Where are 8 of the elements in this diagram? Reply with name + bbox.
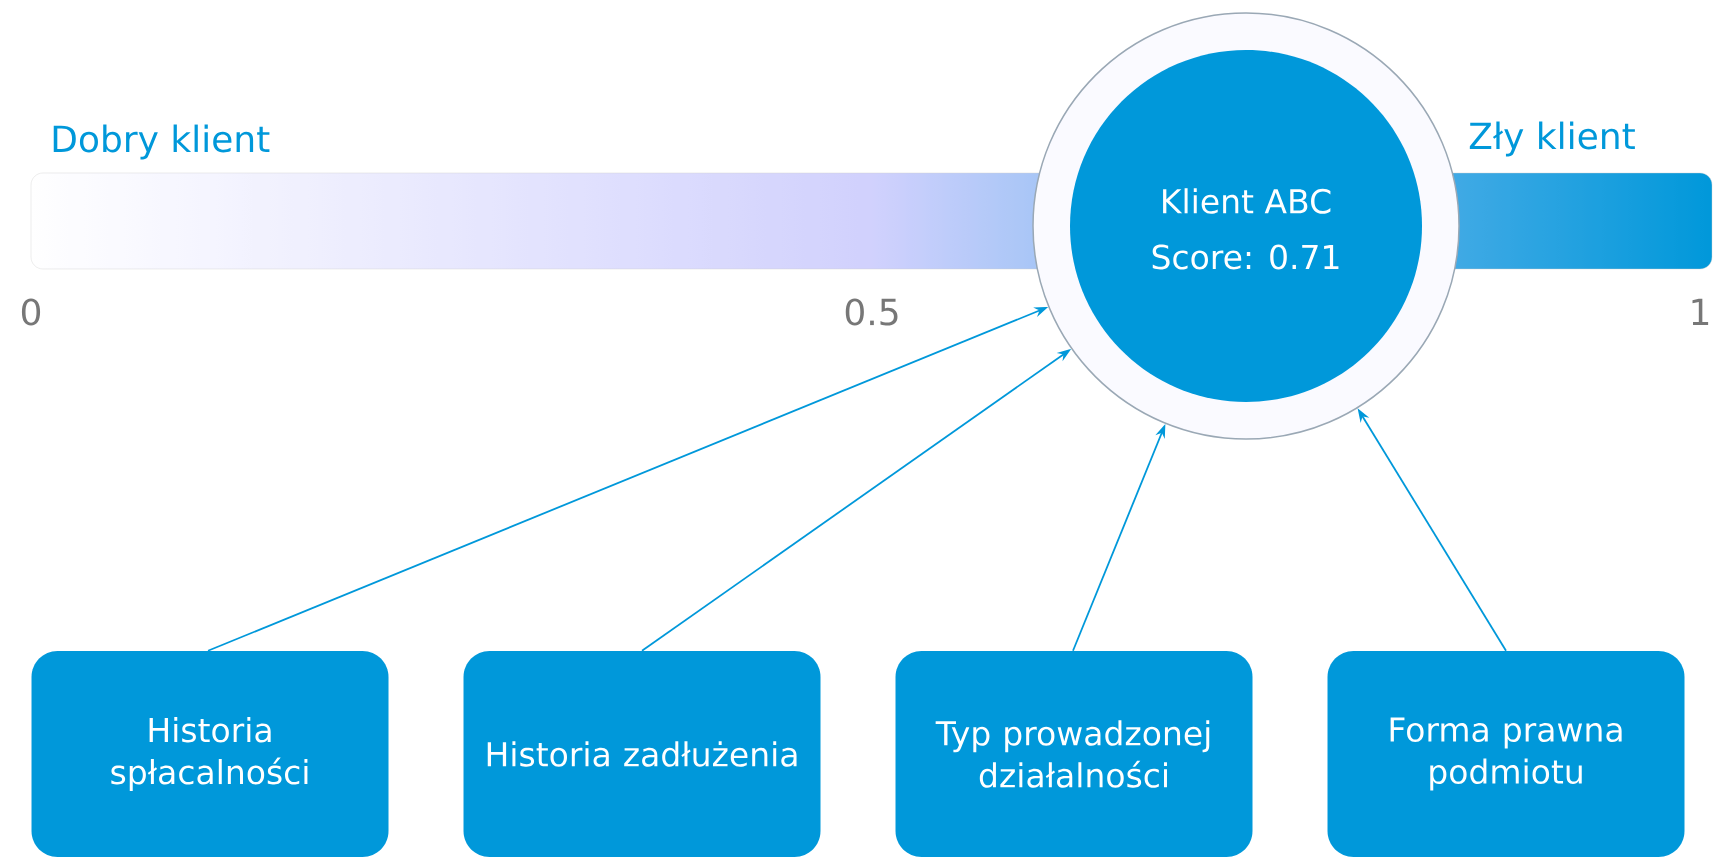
factor-box: Typ prowadzonej działalności xyxy=(895,651,1253,857)
scale-end-label: Dobry klient xyxy=(53,124,270,160)
tick-label: 0.5 xyxy=(845,298,898,326)
factor-box: Historia spłacalności xyxy=(31,651,389,857)
factor-box: Forma prawna podmiotu xyxy=(1327,651,1685,857)
factor-box: Historia zadłużenia xyxy=(463,651,821,857)
tick-label: 0 xyxy=(21,298,41,326)
tick-label: 1 xyxy=(1692,298,1709,326)
